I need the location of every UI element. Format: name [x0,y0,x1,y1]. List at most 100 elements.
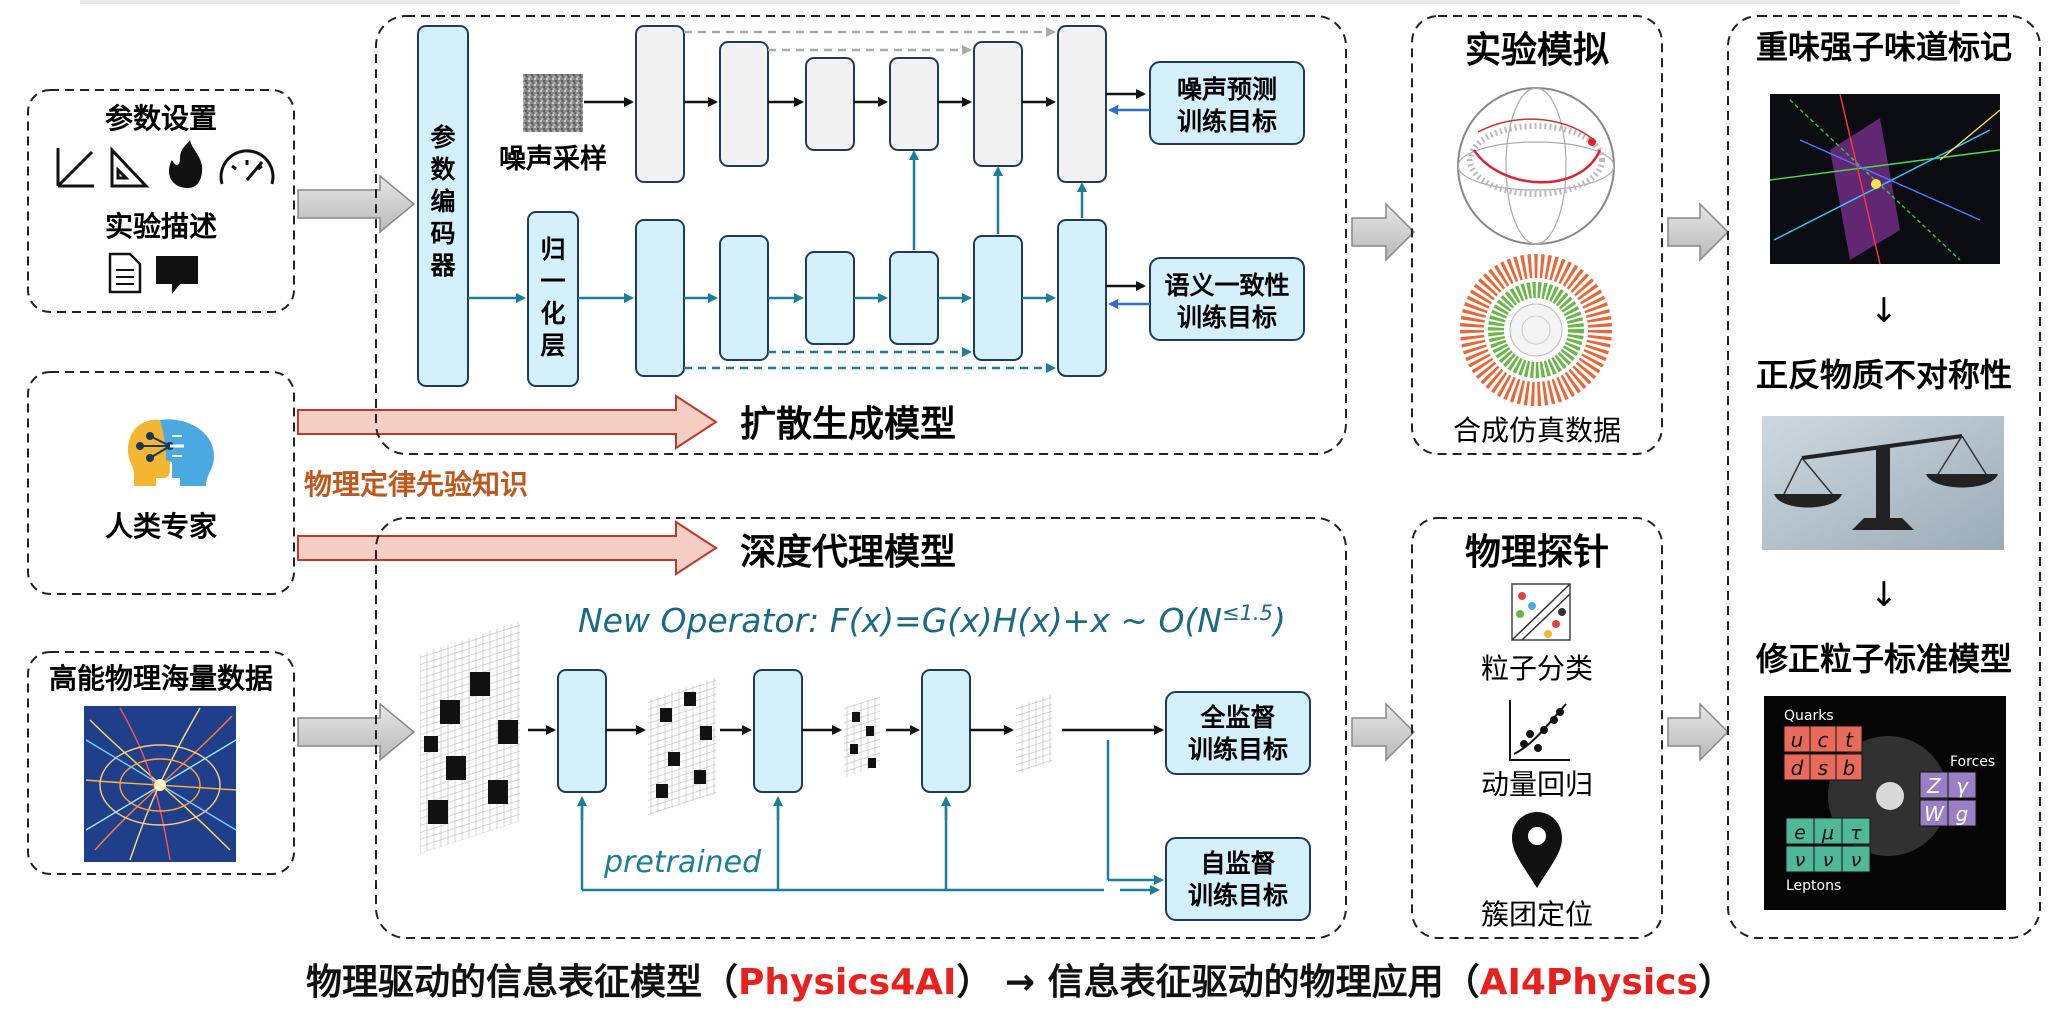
sim-to-app-arrow [1667,202,1730,262]
semantic-target-line1: 语义一致性 [1164,271,1289,300]
fire-icon [168,140,203,188]
diffusion-norm-2-text: 化 [540,299,565,328]
applications-sm-quarks-1-text: c [1818,728,1829,752]
diffusion-norm-3-text: 层 [540,331,565,360]
sparse-grid-small-cells [850,712,876,768]
diffusion-encoder-0-text: 参 [430,123,455,152]
full-target-line1: 全监督 [1199,703,1275,732]
data-arrow [297,702,416,762]
semantic-target-line2: 训练目标 [1177,303,1277,332]
applications-sm-quarks-4-text: s [1818,756,1828,780]
diffusion-norm-1-text: 一 [540,267,565,296]
bottom-right_hl-text: AI4Physics [1480,962,1698,1003]
probe-panel: 物理探针 粒子分类 动量回归 簇团定位 [1411,517,1663,939]
sparse-grid-medium-cells [656,692,712,798]
simulation-panel: 实验模拟 合成仿真数据 [1411,15,1663,455]
knowledge-label: 物理定律先验知识 [304,468,528,501]
human-expert-icon [128,419,214,486]
self-target-line2: 训练目标 [1188,881,1288,910]
applications-sm-quarks-5-text: b [1843,756,1856,780]
noise-target-line1: 噪声预测 [1177,75,1277,104]
surrogate-formula_main-text: New Operator: F(x)=G(x)H(x)+x ~ O(N [578,601,1222,640]
collision-event-image [84,706,237,862]
applications-sm-forces-2-text: W [1924,802,1945,826]
axis-icon [56,148,94,188]
probe-item-localization: 簇团定位 [1481,898,1593,931]
bottom-caption: 物理驱动的信息表征模型（Physics4AI） → 信息表征驱动的物理应用（AI… [306,962,1734,1003]
surrogate-panel: 深度代理模型 New Operator: F(x)=G(x)H(x)+x ~ O… [375,517,1347,939]
standard-model-image: Quarks u c t d s b Forces Z γ W [1764,696,2006,910]
regression-icon [1509,700,1570,761]
probe-title: 物理探针 [1465,532,1609,573]
sm-quarks-label: Quarks [1784,708,1834,724]
noise-sample-image [523,74,583,132]
bottom-right-text: ） [1698,962,1734,1003]
sm-forces-label: Forces [1950,754,1995,770]
applications-sm-forces-3-text: g [1956,802,1969,826]
app-cp-violation: 正反物质不对称性 [1756,356,2012,394]
params-box: 参数设置 实验描述 [27,89,295,313]
classification-icon [1511,583,1571,641]
params-subtitle: 实验描述 [105,210,217,243]
applications-sm-leptons-3-text: ν [1795,849,1806,871]
diffusion-to-sim-arrow [1351,202,1416,262]
applications-sm-leptons-5-text: ν [1851,849,1862,871]
self-supervised-target-box [1165,837,1311,921]
noise-target-line2: 训练目标 [1177,107,1277,136]
applications-sm-quarks-0-text: u [1791,728,1804,752]
param-encoder-block [417,25,469,387]
sparse-grid-output [1016,694,1052,774]
knowledge-arrow-surrogate [297,520,718,576]
app-flavor-tagging: 重味强子味道标记 [1756,28,2012,66]
applications-panel: 重味强子味道标记 ↓ 正反物质不对称性 [1727,15,2041,939]
data-box: 高能物理海量数据 [27,651,295,875]
pretrained-label: pretrained [603,845,762,880]
applications-sm-leptons-4-text: ν [1823,849,1834,871]
applications-sm-quarks-3-text: d [1791,756,1804,780]
chat-icon [156,256,198,294]
data-title: 高能物理海量数据 [49,662,273,695]
sparse-grid-large-cells [424,672,518,824]
document-icon [108,252,142,294]
detector-sphere-image [1457,87,1615,245]
applications-sm-leptons-0-text: e [1794,822,1806,844]
operator-block-1 [557,669,607,793]
self-target-line1: 自监督 [1200,849,1275,878]
bottom-left-text: 物理驱动的信息表征模型（ [306,962,738,1003]
location-pin-icon [1512,812,1562,888]
expert-title: 人类专家 [105,510,217,543]
operator-formula: New Operator: F(x)=G(x)H(x)+x ~ O(N≤1.5) [578,601,1286,640]
full-supervised-target-box [1165,691,1311,775]
noise-unet [635,25,1107,183]
applications-sm-quarks-2-text: t [1845,728,1854,752]
diffusion-encoder-1-text: 数 [430,155,456,184]
top-rule [80,0,1960,4]
diffusion-panel: 参 数 编 码 器 噪声采样 归 一 化 层 [375,15,1347,455]
applications-sm-forces-1-text: γ [1956,774,1969,798]
norm-layer-label: 归 一 化 层 [540,235,565,360]
surrogate-formula_end-text: ) [1270,601,1286,640]
ruler-icon [110,146,150,188]
params-arrow [297,174,416,234]
diffusion-title: 扩散生成模型 [740,404,956,445]
applications-sm-leptons-2-text: τ [1850,822,1862,844]
surrogate-formula_sup-text: ≤1.5 [1222,601,1273,625]
probe-to-app-arrow [1667,702,1730,762]
semantic-unet [635,219,1107,377]
balance-scale-image [1762,416,2004,550]
expert-box: 人类专家 [27,371,295,595]
simulation-caption: 合成仿真数据 [1453,414,1621,447]
surrogate-to-probe-arrow [1351,702,1416,762]
app-arrow-2: ↓ [1870,575,1899,615]
sm-leptons-label: Leptons [1786,878,1841,894]
applications-sm-forces-0-text: Z [1926,774,1942,798]
noise-sample-label: 噪声采样 [499,143,607,175]
applications-sm-leptons-1-text: μ [1821,822,1834,844]
jet-event-image [1769,93,2001,265]
gauge-icon [219,149,275,185]
diffusion-norm-0-text: 归 [540,235,565,264]
bottom-left_hl-text: Physics4AI [738,962,956,1003]
cluster-ring-image [1460,254,1612,406]
